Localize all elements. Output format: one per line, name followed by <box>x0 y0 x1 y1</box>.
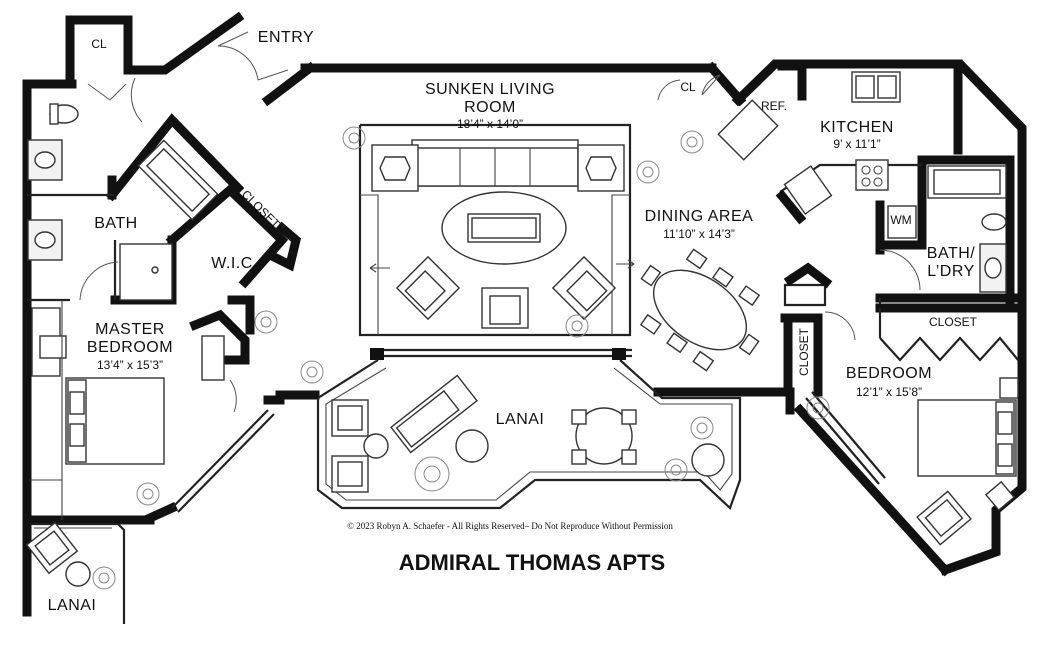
closet-cl-top-label: CL <box>91 37 107 51</box>
doors <box>79 31 921 413</box>
lanai-small-label: LANAI <box>48 597 97 614</box>
room-labels: CL ENTRY SUNKEN LIVING ROOM 18’4” x 14’0… <box>48 29 978 614</box>
dining-label: DINING AREA <box>645 208 754 225</box>
copyright-notice: © 2023 Robyn A. Schaefer - All Rights Re… <box>347 521 673 531</box>
living-room-label-line2: ROOM <box>464 99 516 116</box>
closet-bedroom-label: CLOSET <box>929 315 978 329</box>
bedroom-furniture <box>805 336 1019 546</box>
lanai-small-outline <box>25 521 126 624</box>
bedroom-dims: 12’1” x 15’8” <box>856 385 922 399</box>
master-windows <box>171 409 275 513</box>
kitchen-fixtures <box>701 71 901 215</box>
end-tables <box>371 144 625 192</box>
sofa <box>411 139 579 187</box>
lanai-main-outline <box>316 359 742 510</box>
master-bedroom-furniture <box>30 300 225 520</box>
entry-label: ENTRY <box>258 29 314 46</box>
bath-laundry-fixtures <box>887 165 1007 293</box>
closet-vertical-label: CLOSET <box>797 327 811 376</box>
lanai-furniture <box>331 374 725 493</box>
plants <box>92 126 830 590</box>
bedroom-label: BEDROOM <box>846 365 932 382</box>
coffee-table <box>441 191 567 265</box>
master-bath-fixtures <box>27 103 219 301</box>
plan-title: ADMIRAL THOMAS APTS <box>399 550 665 575</box>
ref-label: REF. <box>761 99 787 113</box>
lanai-main-label: LANAI <box>496 411 545 428</box>
master-dims: 13’4” x 15’3” <box>97 358 163 372</box>
living-room-dims: 18’4” x 14’0” <box>457 117 523 131</box>
living-room-platform <box>358 123 635 360</box>
dining-table <box>639 248 761 372</box>
closet-cl-right-label: CL <box>680 80 696 94</box>
kitchen-label: KITCHEN <box>820 119 894 136</box>
kitchen-dims: 9’ x 11’1” <box>833 137 880 151</box>
living-chairs <box>395 255 617 329</box>
living-room-label-line1: SUNKEN LIVING <box>425 81 555 98</box>
bath-ldry-label-line1: BATH/ <box>927 245 975 262</box>
dining-dims: 11’10” x 14’3” <box>663 227 735 241</box>
master-label-line1: MASTER <box>95 321 165 338</box>
bath-ldry-label-line2: L’DRY <box>927 263 975 280</box>
wm-label: WM <box>890 213 911 227</box>
bath-label: BATH <box>94 215 137 232</box>
wic-label: W.I.C <box>211 255 253 272</box>
master-label-line2: BEDROOM <box>87 339 173 356</box>
